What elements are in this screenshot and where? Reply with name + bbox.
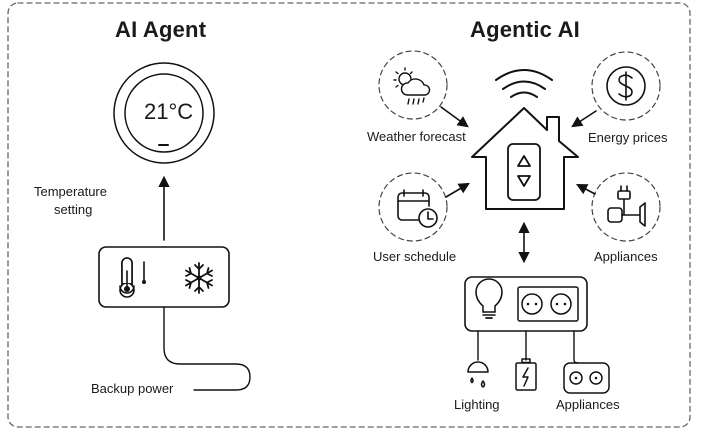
power-socket-icon xyxy=(517,286,579,322)
weather-forecast-label: Weather forecast xyxy=(367,129,466,144)
energy-arrow xyxy=(571,110,597,128)
battery-icon xyxy=(515,358,537,391)
appliances-arrow xyxy=(576,183,596,195)
weather-arrow xyxy=(440,106,469,128)
ceiling-lamp-icon xyxy=(467,361,489,388)
calendar-clock-icon xyxy=(397,189,438,228)
appliances-input-label: Appliances xyxy=(594,249,658,264)
up-down-control-icon xyxy=(507,143,541,201)
appliances-input-node xyxy=(591,172,661,242)
light-bulb-icon xyxy=(475,278,503,319)
thermostat-reading: 21°C xyxy=(144,99,194,124)
ai-agent-title: AI Agent xyxy=(115,17,207,42)
appliances-output-label: Appliances xyxy=(556,397,620,412)
dollar-icon xyxy=(606,66,646,106)
temperature-setting-label-line2: setting xyxy=(54,202,93,217)
lighting-label: Lighting xyxy=(454,397,500,412)
thermostat-dial-icon xyxy=(113,62,215,164)
temperature-setting-label-line1: Temperature xyxy=(34,184,107,199)
distribution-panel xyxy=(464,276,588,332)
backup-power-label: Backup power xyxy=(91,381,174,396)
backup-power-cable xyxy=(163,306,251,391)
wifi-icon xyxy=(495,69,553,98)
user-schedule-arrow xyxy=(445,182,470,198)
thermostat-device xyxy=(98,246,230,308)
smart-home-icon xyxy=(471,107,579,210)
user-schedule-node xyxy=(378,172,448,242)
thermometer-icon xyxy=(119,257,146,298)
plug-appliance-icon xyxy=(607,185,646,227)
user-schedule-label: User schedule xyxy=(373,249,457,264)
weather-forecast-node xyxy=(378,50,448,120)
outlet-icon xyxy=(563,362,610,394)
weather-icon xyxy=(393,67,431,105)
appliances-wire xyxy=(573,330,579,364)
energy-prices-label: Energy prices xyxy=(588,130,668,145)
energy-prices-node xyxy=(591,51,661,121)
snowflake-icon xyxy=(185,262,213,294)
agentic-ai-title: Agentic AI xyxy=(470,17,580,42)
